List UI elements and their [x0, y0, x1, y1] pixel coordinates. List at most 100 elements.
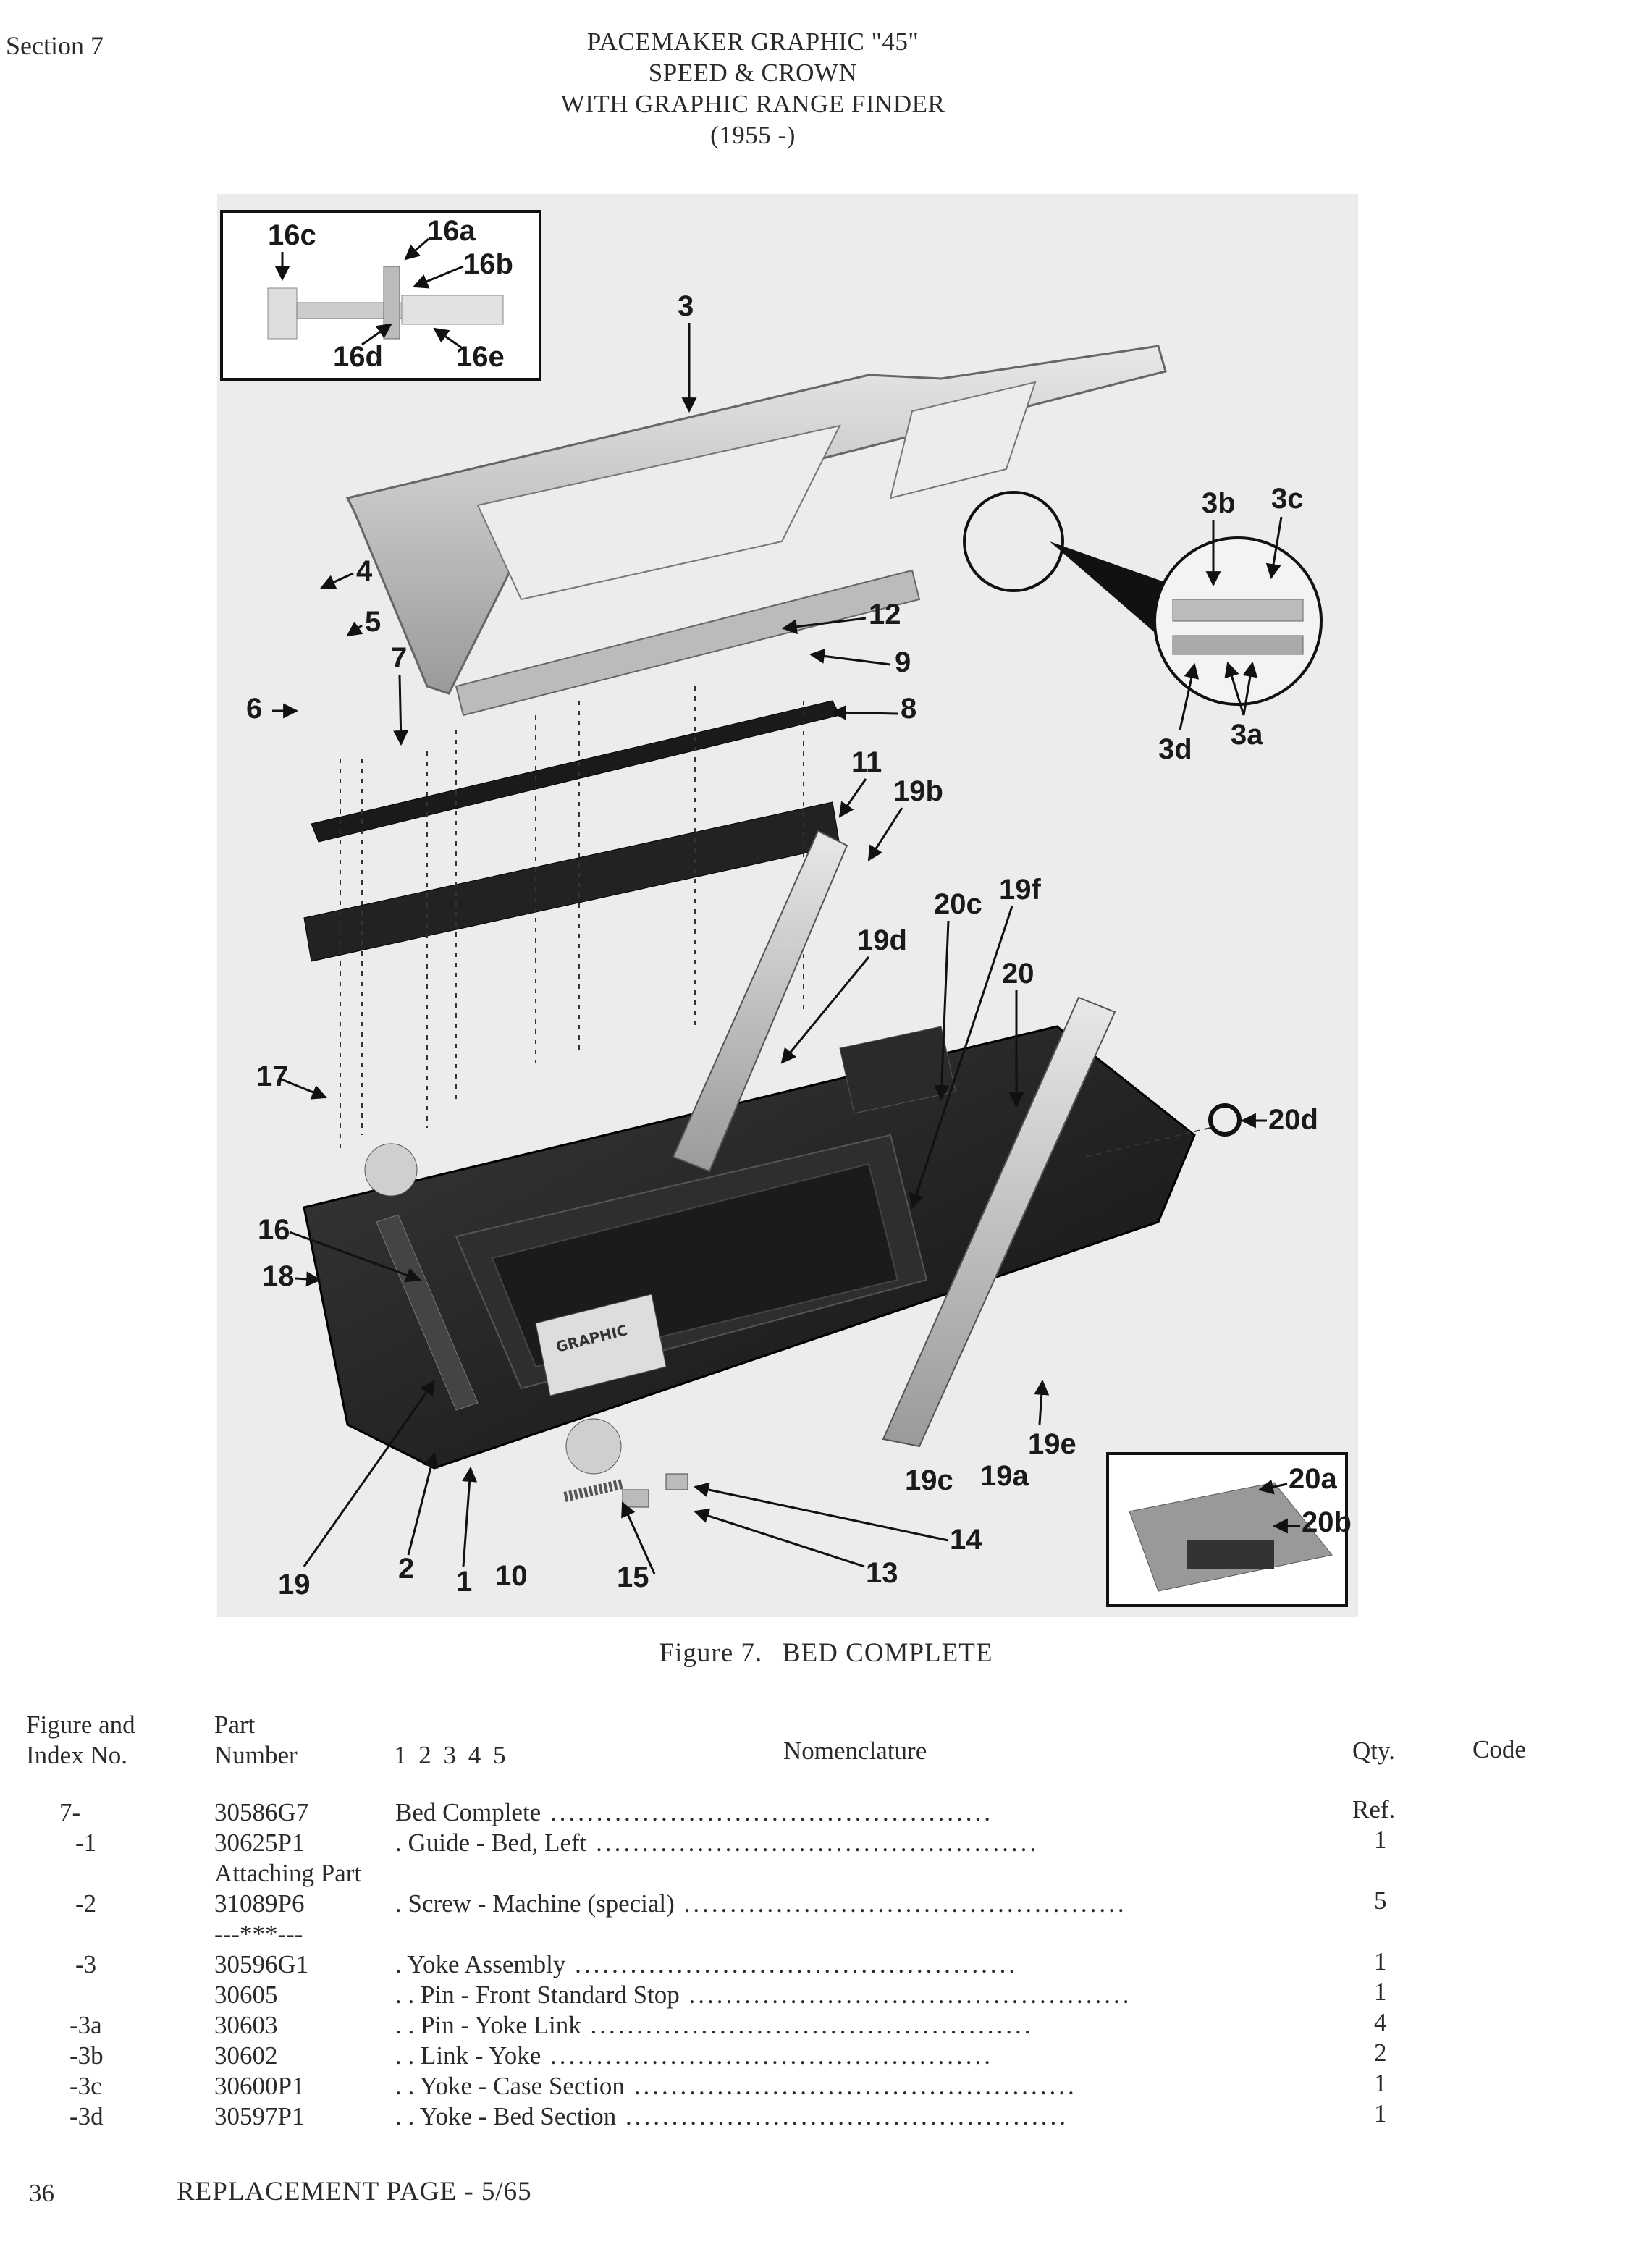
header-index: Figure and Index No. — [26, 1710, 135, 1771]
callout-7: 7 — [391, 642, 407, 674]
row-qty: 4 — [1374, 2008, 1387, 2036]
footer-replacement-note: REPLACEMENT PAGE - 5/65 — [177, 2177, 532, 2206]
callout-3: 3 — [678, 290, 694, 322]
row-part-number: 30596G1 — [214, 1950, 309, 1978]
callout-9: 9 — [895, 646, 911, 678]
header-index-line-1: Figure and — [26, 1711, 135, 1739]
callout-16: 16 — [258, 1214, 290, 1246]
row-index: -3b — [69, 2041, 104, 2070]
callout-3a: 3a — [1231, 719, 1263, 751]
row-separator: ---***--- — [214, 1920, 303, 1948]
callout-15: 15 — [617, 1561, 649, 1593]
section-label: Section 7 — [6, 31, 104, 60]
row-nomenclature: . . Yoke - Bed Section .................… — [395, 2102, 1069, 2130]
header-part-line-2: Number — [214, 1741, 298, 1769]
row-attaching-part: Attaching Part — [214, 1859, 362, 1887]
header-part: Part Number — [214, 1710, 298, 1771]
row-nomenclature: . . Pin - Front Standard Stop ..........… — [395, 1981, 1132, 2009]
row-part-number: 30597P1 — [214, 2102, 305, 2130]
figure-title: BED COMPLETE — [782, 1638, 993, 1668]
callout-19f: 19f — [999, 874, 1041, 906]
header-qty: Qty. — [1352, 1737, 1395, 1765]
callout-14: 14 — [950, 1524, 982, 1556]
callout-19c: 19c — [905, 1464, 953, 1496]
callout-17: 17 — [256, 1061, 289, 1092]
row-qty: Ref. — [1352, 1795, 1396, 1823]
callout-5: 5 — [365, 606, 381, 638]
bed-base: GRAPHIC — [303, 830, 1196, 1475]
header-part-line-1: Part — [214, 1711, 256, 1739]
row-qty: 2 — [1374, 2038, 1387, 2067]
header-code: Code — [1472, 1735, 1526, 1763]
row-qty: 1 — [1374, 1826, 1387, 1854]
callout-11: 11 — [851, 746, 882, 778]
callout-2: 2 — [398, 1553, 414, 1585]
row-index: -3 — [75, 1950, 97, 1978]
assembly-lines — [340, 686, 804, 1150]
callout-20b: 20b — [1302, 1506, 1352, 1538]
row-index: -3d — [69, 2102, 104, 2130]
row-nomenclature: . Yoke Assembly ........................… — [395, 1950, 1019, 1978]
callout-10: 10 — [495, 1560, 528, 1592]
callout-16e: 16e — [456, 341, 505, 373]
callout-1: 1 — [456, 1566, 472, 1598]
callout-8: 8 — [901, 693, 916, 725]
row-index: -1 — [75, 1829, 97, 1857]
row-qty: 1 — [1374, 1947, 1387, 1976]
row-qty: 1 — [1374, 2069, 1387, 2097]
callout-16c: 16c — [268, 219, 316, 251]
row-qty: 1 — [1374, 2099, 1387, 2128]
callout-4: 4 — [356, 555, 373, 587]
header-levels: 1 2 3 4 5 — [394, 1741, 506, 1769]
row-nomenclature: . . Yoke - Case Section ................… — [395, 2072, 1077, 2100]
yoke-assembly — [345, 345, 1167, 717]
row-part-number: 31089P6 — [214, 1889, 305, 1918]
spring-and-screw — [563, 1473, 688, 1508]
callout-18: 18 — [262, 1260, 295, 1292]
row-index: -3a — [69, 2011, 102, 2039]
callout-20c: 20c — [934, 888, 982, 920]
row-nomenclature: . . Link - Yoke ........................… — [395, 2041, 994, 2070]
row-part-number: 30586G7 — [214, 1798, 309, 1826]
row-part-number: 30600P1 — [214, 2072, 305, 2100]
callout-20d: 20d — [1268, 1104, 1318, 1136]
figure-label: Figure 7. — [659, 1638, 763, 1668]
figure-caption: Figure 7. BED COMPLETE — [0, 1637, 1652, 1669]
row-nomenclature: Bed Complete ...........................… — [395, 1798, 993, 1826]
row-qty: 1 — [1374, 1978, 1387, 2006]
bed-exploded-diagram: GRAPHIC 16c 16a 16b — [217, 194, 1358, 1617]
page-number: 36 — [29, 2179, 54, 2207]
callout-20: 20 — [1002, 958, 1034, 990]
row-part-number: 30602 — [214, 2041, 278, 2070]
callout-3c: 3c — [1271, 483, 1304, 515]
title-line-4: (1955 -) — [710, 121, 796, 149]
callout-labels: 16c 16a 16b 16d 16e 3 3b 3c 3d 3a 4 5 7 … — [246, 215, 1352, 1601]
title-line-2: SPEED & CROWN — [648, 59, 858, 87]
callout-19e: 19e — [1028, 1428, 1076, 1460]
row-index: -3c — [69, 2072, 102, 2100]
callout-13: 13 — [866, 1557, 898, 1589]
header-index-line-2: Index No. — [26, 1741, 127, 1769]
row-nomenclature: . Screw - Machine (special) ............… — [395, 1889, 1127, 1918]
callout-3d: 3d — [1158, 733, 1192, 765]
row-nomenclature: . . Pin - Yoke Link ....................… — [395, 2011, 1034, 2039]
callout-3b: 3b — [1202, 487, 1236, 519]
row-index: -2 — [75, 1889, 97, 1918]
callout-16b: 16b — [463, 248, 513, 280]
exploded-view-figure: GRAPHIC 16c 16a 16b — [217, 194, 1358, 1617]
callout-19: 19 — [278, 1569, 311, 1601]
page-title: PACEMAKER GRAPHIC "45" SPEED & CROWN WIT… — [463, 26, 1042, 151]
row-part-number: 30605 — [214, 1981, 278, 2009]
title-line-1: PACEMAKER GRAPHIC "45" — [586, 28, 919, 56]
e-clip-20d — [1085, 1103, 1242, 1158]
row-nomenclature: . Guide - Bed, Left ....................… — [395, 1829, 1040, 1857]
inset-detail-16 — [220, 210, 541, 381]
callout-19d: 19d — [857, 924, 907, 956]
callout-19b: 19b — [893, 775, 943, 807]
callout-12: 12 — [869, 599, 901, 631]
row-part-number: 30625P1 — [214, 1829, 305, 1857]
header-nomenclature: Nomenclature — [783, 1737, 927, 1765]
callout-6: 6 — [246, 693, 262, 725]
callout-20a: 20a — [1289, 1463, 1337, 1495]
row-index: 7- — [59, 1798, 81, 1826]
